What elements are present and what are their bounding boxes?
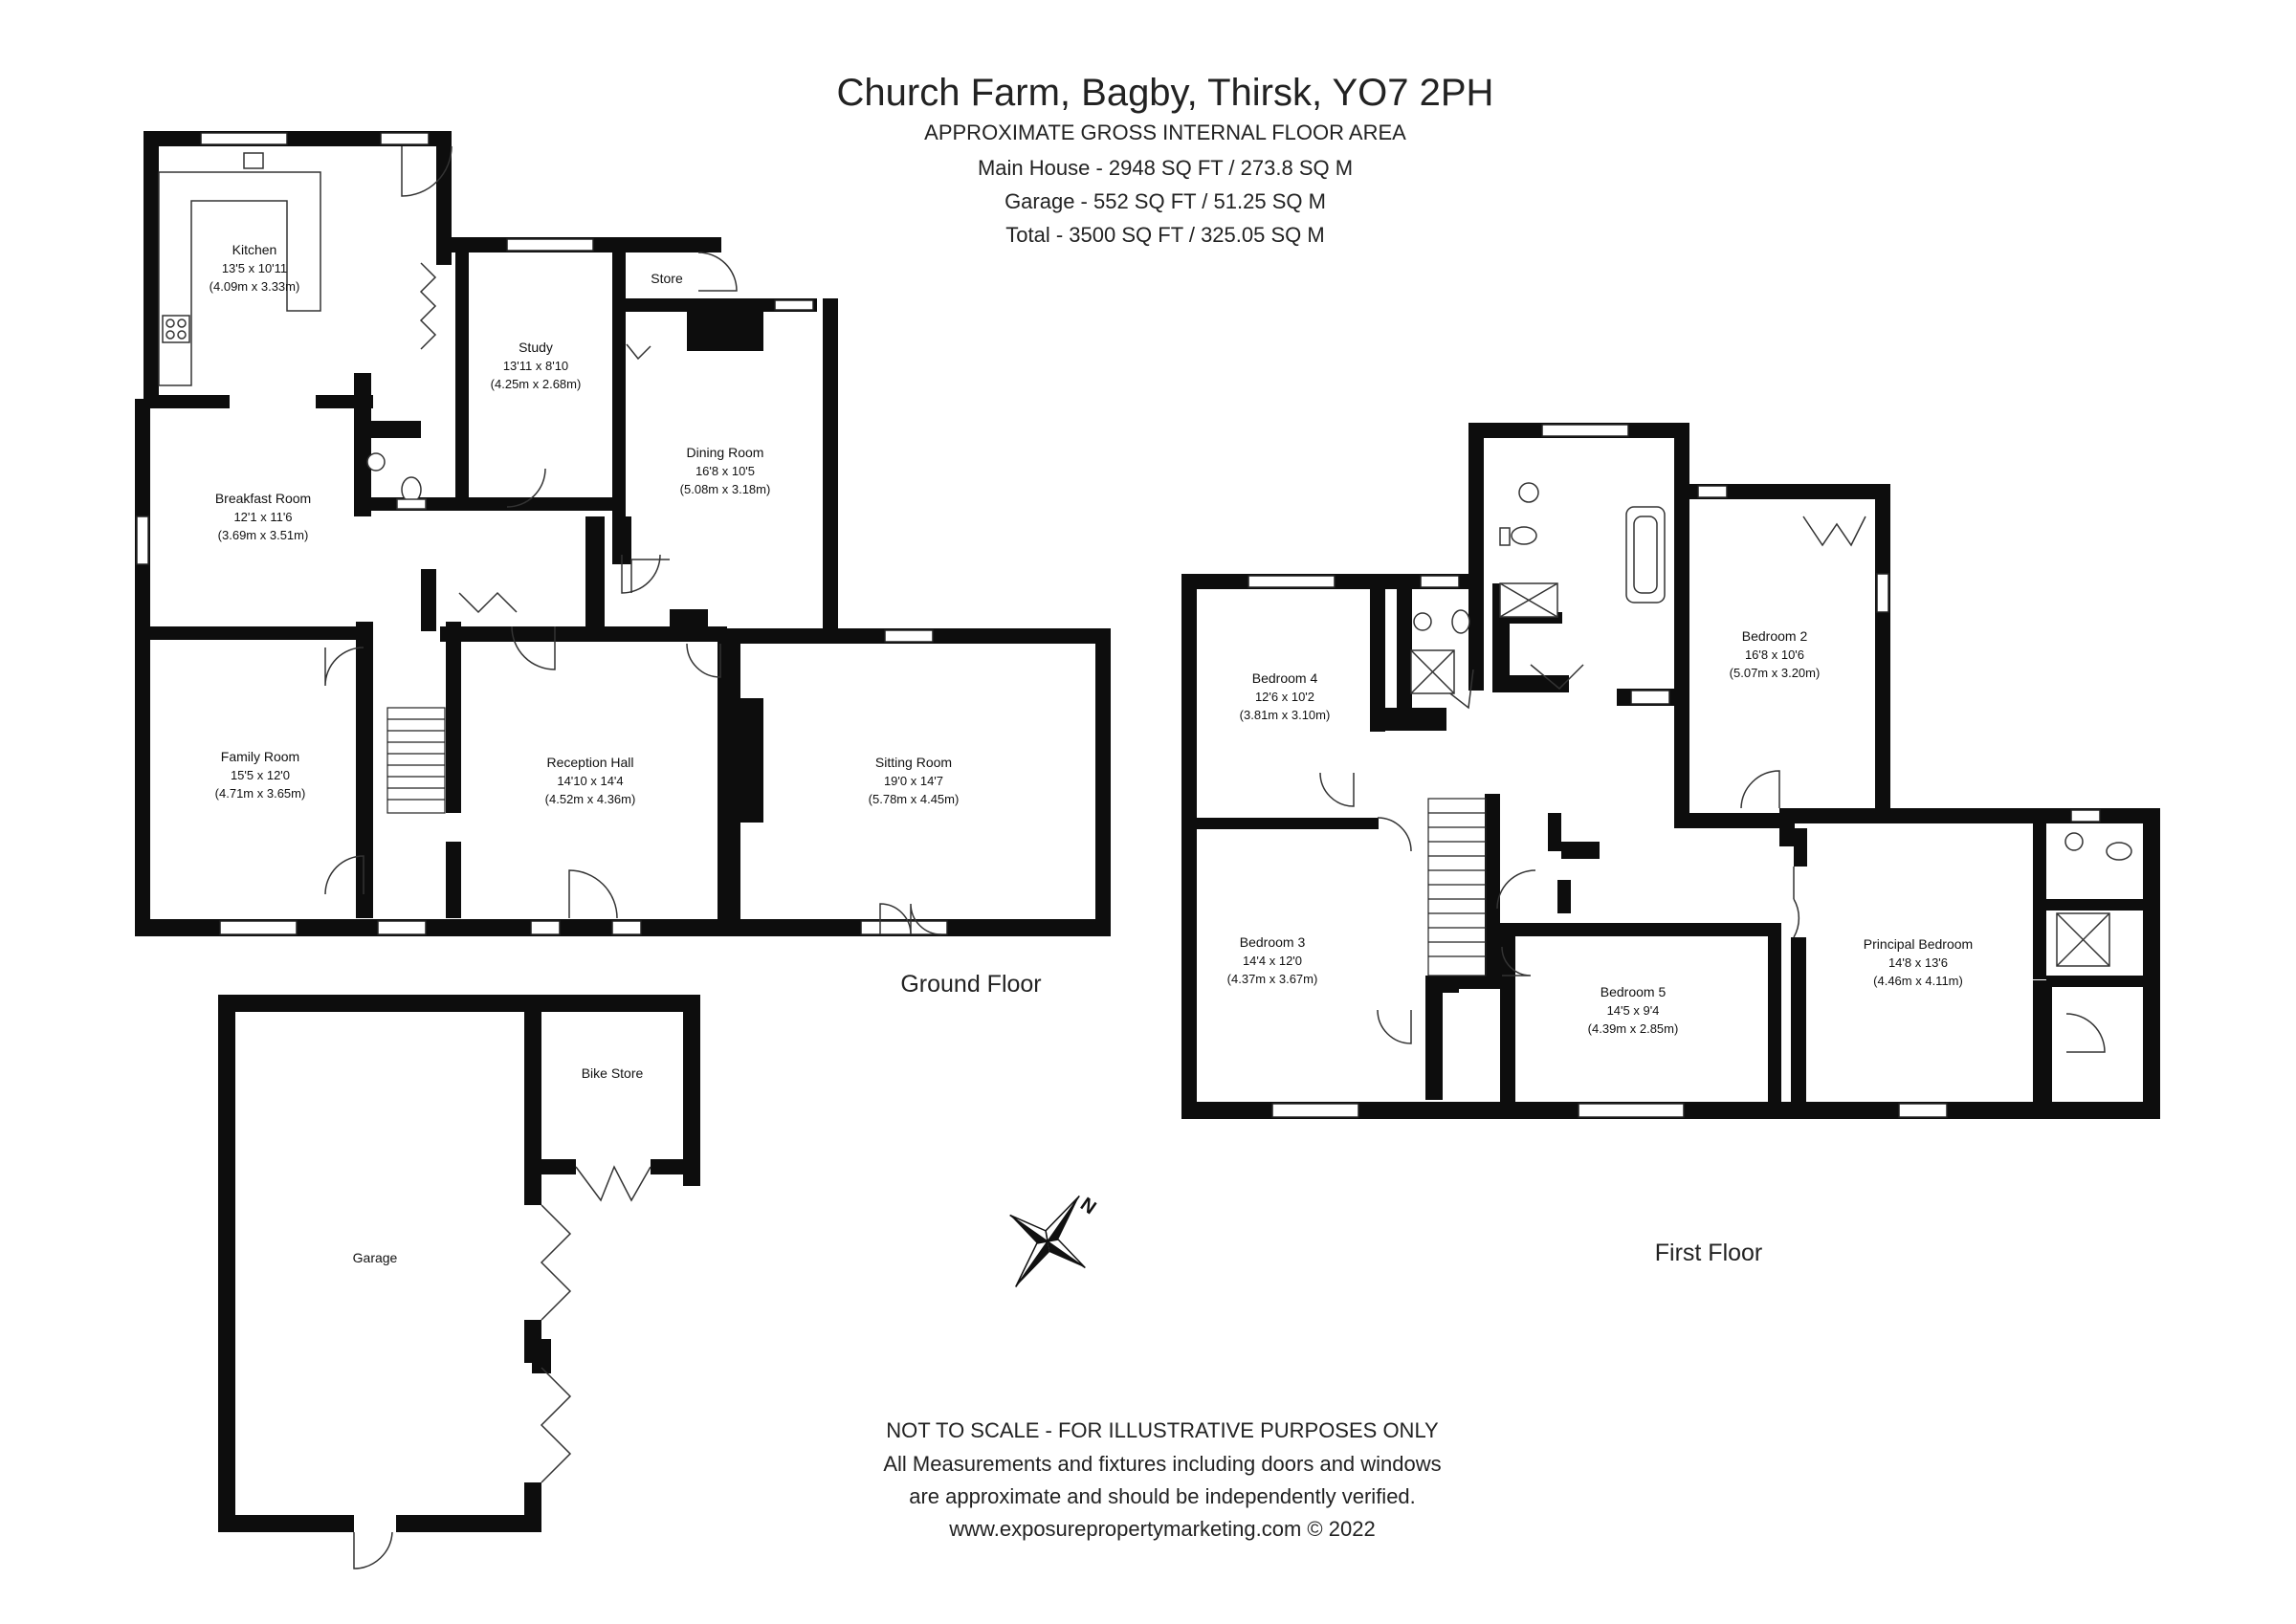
compass-rose-icon xyxy=(1009,1195,1086,1287)
ground-floor-plan: Kitchen 13'5 x 10'11 (4.09m x 3.33m) Stu… xyxy=(135,131,1111,998)
room-metric: (3.81m x 3.10m) xyxy=(1240,708,1331,722)
room-name: Dining Room xyxy=(687,445,764,460)
room-breakfast: Breakfast Room 12'1 x 11'6 (3.69m x 3.51… xyxy=(215,491,311,542)
room-bedroom-2: Bedroom 2 16'8 x 10'6 (5.07m x 3.20m) xyxy=(1730,628,1821,680)
room-family: Family Room 15'5 x 12'0 (4.71m x 3.65m) xyxy=(215,749,306,801)
room-name: Bike Store xyxy=(582,1065,644,1081)
room-imperial: 12'1 x 11'6 xyxy=(233,510,292,524)
room-imperial: 13'5 x 10'11 xyxy=(222,261,287,275)
room-imperial: 13'11 x 8'10 xyxy=(503,359,568,373)
room-name: Bedroom 4 xyxy=(1252,670,1318,686)
room-name: Reception Hall xyxy=(546,755,633,770)
disclaimer-line-2: All Measurements and fixtures including … xyxy=(883,1452,1441,1476)
room-imperial: 16'8 x 10'5 xyxy=(695,464,755,478)
room-name: Bedroom 3 xyxy=(1240,934,1306,950)
first-staircase xyxy=(1427,798,1487,977)
room-imperial: 15'5 x 12'0 xyxy=(231,768,290,782)
room-imperial: 19'0 x 14'7 xyxy=(884,774,943,788)
room-name: Store xyxy=(651,271,683,286)
room-garage: Garage xyxy=(353,1250,398,1265)
room-kitchen: Kitchen 13'5 x 10'11 (4.09m x 3.33m) xyxy=(210,242,300,294)
room-study: Study 13'11 x 8'10 (4.25m x 2.68m) xyxy=(491,340,582,391)
total-area: Total - 3500 SQ FT / 325.05 SQ M xyxy=(1005,223,1324,247)
room-bedroom-5: Bedroom 5 14'5 x 9'4 (4.39m x 2.85m) xyxy=(1588,984,1679,1036)
room-name: Garage xyxy=(353,1250,398,1265)
main-house-area: Main House - 2948 SQ FT / 273.8 SQ M xyxy=(978,156,1353,180)
ground-staircase xyxy=(386,707,446,814)
room-bedroom-4: Bedroom 4 12'6 x 10'2 (3.81m x 3.10m) xyxy=(1240,670,1331,722)
room-name: Breakfast Room xyxy=(215,491,311,506)
room-dining: Dining Room 16'8 x 10'5 (5.08m x 3.18m) xyxy=(680,445,771,496)
disclaimer-line-1: NOT TO SCALE - FOR ILLUSTRATIVE PURPOSES… xyxy=(886,1418,1439,1442)
room-sitting: Sitting Room 19'0 x 14'7 (5.78m x 4.45m) xyxy=(869,755,960,806)
disclaimer-line-3: are approximate and should be independen… xyxy=(909,1484,1416,1508)
garage-plan: Bike Store Garage xyxy=(218,995,700,1569)
compass-north-label: N xyxy=(1076,1194,1099,1218)
area-heading: APPROXIMATE GROSS INTERNAL FLOOR AREA xyxy=(924,121,1406,144)
room-metric: (4.25m x 2.68m) xyxy=(491,377,582,391)
room-name: Sitting Room xyxy=(875,755,952,770)
room-name: Study xyxy=(519,340,553,355)
room-name: Bedroom 2 xyxy=(1742,628,1808,644)
first-floor-plan: Bedroom 4 12'6 x 10'2 (3.81m x 3.10m) Be… xyxy=(1181,423,2160,1266)
room-metric: (4.39m x 2.85m) xyxy=(1588,1021,1679,1036)
page-title: Church Farm, Bagby, Thirsk, YO7 2PH xyxy=(837,72,1494,114)
room-store: Store xyxy=(651,271,683,286)
room-name: Principal Bedroom xyxy=(1864,936,1973,952)
ground-floor-label: Ground Floor xyxy=(900,971,1041,998)
room-imperial: 14'8 x 13'6 xyxy=(1888,955,1948,970)
room-name: Family Room xyxy=(221,749,299,764)
room-name: Kitchen xyxy=(232,242,277,257)
room-metric: (5.08m x 3.18m) xyxy=(680,482,771,496)
room-imperial: 12'6 x 10'2 xyxy=(1255,690,1314,704)
room-metric: (3.69m x 3.51m) xyxy=(218,528,309,542)
garage-area: Garage - 552 SQ FT / 51.25 SQ M xyxy=(1004,189,1326,213)
room-reception: Reception Hall 14'10 x 14'4 (4.52m x 4.3… xyxy=(545,755,636,806)
room-metric: (4.09m x 3.33m) xyxy=(210,279,300,294)
room-bike-store: Bike Store xyxy=(582,1065,644,1081)
room-name: Bedroom 5 xyxy=(1601,984,1667,999)
room-metric: (4.52m x 4.36m) xyxy=(545,792,636,806)
first-floor-label: First Floor xyxy=(1655,1240,1763,1266)
room-metric: (4.37m x 3.67m) xyxy=(1227,972,1318,986)
room-imperial: 16'8 x 10'6 xyxy=(1745,647,1804,662)
room-metric: (5.78m x 4.45m) xyxy=(869,792,960,806)
room-metric: (4.71m x 3.65m) xyxy=(215,786,306,801)
room-bedroom-3: Bedroom 3 14'4 x 12'0 (4.37m x 3.67m) xyxy=(1227,934,1318,986)
room-imperial: 14'5 x 9'4 xyxy=(1607,1003,1660,1018)
room-metric: (4.46m x 4.11m) xyxy=(1873,974,1963,988)
disclaimer: NOT TO SCALE - FOR ILLUSTRATIVE PURPOSES… xyxy=(883,1418,1441,1541)
room-imperial: 14'10 x 14'4 xyxy=(557,774,623,788)
room-imperial: 14'4 x 12'0 xyxy=(1243,954,1302,968)
copyright-link[interactable]: www.exposurepropertymarketing.com © 2022 xyxy=(948,1517,1375,1541)
room-principal-bedroom: Principal Bedroom 14'8 x 13'6 (4.46m x 4… xyxy=(1864,936,1973,988)
header: Church Farm, Bagby, Thirsk, YO7 2PH APPR… xyxy=(837,72,1494,247)
room-metric: (5.07m x 3.20m) xyxy=(1730,666,1821,680)
